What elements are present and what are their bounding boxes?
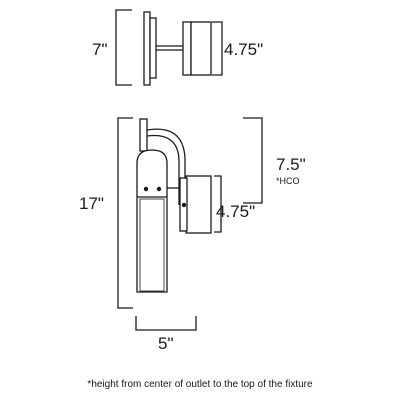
top-fixture-wall-plate	[190, 21, 212, 76]
front-fixture-top-tab	[139, 118, 148, 152]
front-backplate-bracket	[214, 175, 222, 233]
top-depth-bracket	[115, 9, 132, 86]
front-fixture-screw	[181, 202, 187, 208]
front-height-bracket	[117, 117, 133, 309]
top-width-bracket	[212, 21, 223, 76]
front-width-bracket	[135, 316, 197, 331]
front-fixture-wall-plate	[185, 175, 212, 234]
front-width-label: 5"	[158, 334, 174, 353]
top-view: 7" 4.75"	[92, 9, 263, 86]
front-fixture-rivet-left	[143, 186, 149, 192]
front-view: 17" 7.5" *HCO 4.75" 5"	[79, 117, 306, 353]
front-height-label: 17"	[79, 194, 104, 213]
front-hco-note: *HCO	[276, 176, 300, 186]
top-width-label: 4.75"	[224, 40, 263, 59]
front-backplate-label: 4.75"	[216, 202, 255, 221]
front-fixture-arm-outer	[146, 128, 186, 205]
footnote: *height from center of outlet to the top…	[87, 379, 313, 390]
top-fixture-front-plate	[143, 11, 151, 86]
front-fixture-glass	[139, 198, 165, 292]
top-fixture-shade	[149, 17, 157, 79]
front-fixture-arm-inner	[146, 134, 180, 205]
top-fixture-backplate	[182, 21, 192, 76]
front-hco-bracket	[243, 117, 263, 204]
front-hco-label: 7.5"	[276, 155, 306, 174]
top-depth-label: 7"	[92, 40, 108, 59]
front-fixture-rivet-right	[156, 186, 162, 192]
